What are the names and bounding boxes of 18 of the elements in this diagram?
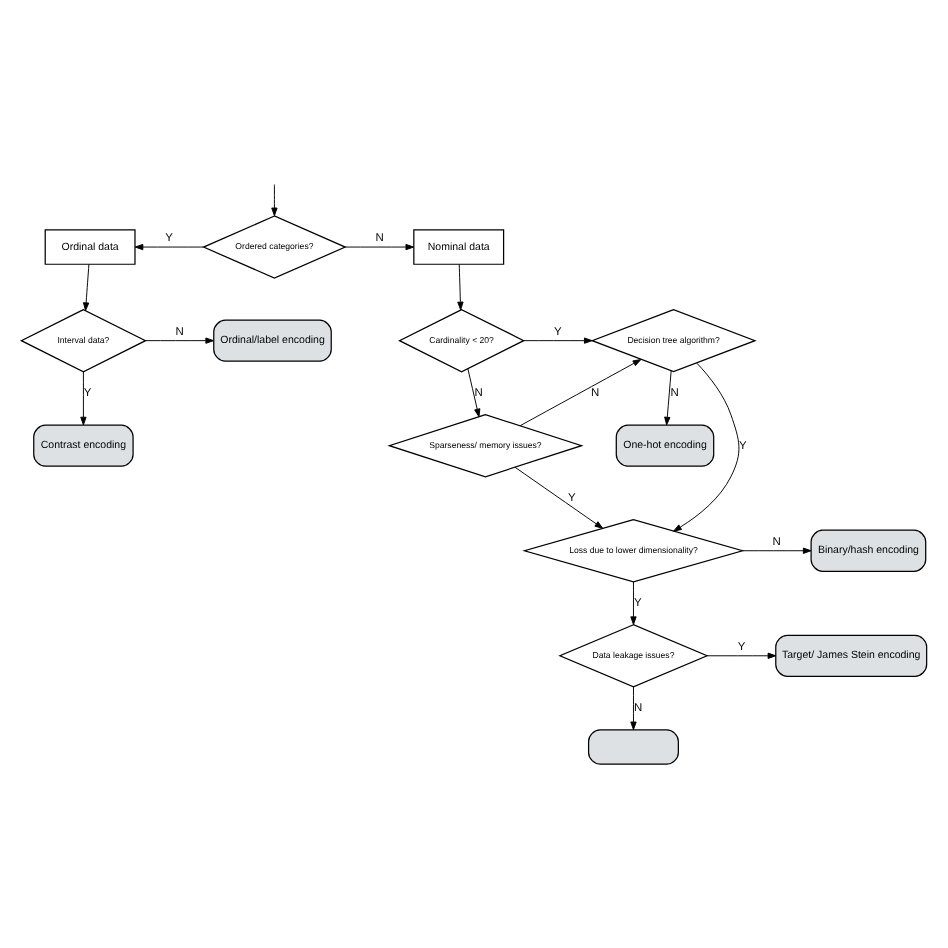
arrow	[514, 466, 604, 529]
arrow	[80, 371, 87, 426]
arrow	[630, 581, 637, 625]
arrow	[467, 368, 481, 418]
arrow	[82, 263, 90, 311]
arrow	[457, 263, 464, 311]
arrow	[742, 547, 812, 554]
arrow	[664, 370, 672, 426]
arrow	[519, 359, 642, 427]
arrow	[134, 243, 205, 251]
arrow	[706, 652, 777, 659]
arrow	[344, 243, 415, 251]
arrow	[630, 686, 637, 731]
arrow	[145, 337, 214, 344]
arrow	[523, 337, 593, 344]
arrow	[673, 362, 740, 532]
arrow	[271, 184, 278, 217]
node-box	[588, 729, 679, 765]
